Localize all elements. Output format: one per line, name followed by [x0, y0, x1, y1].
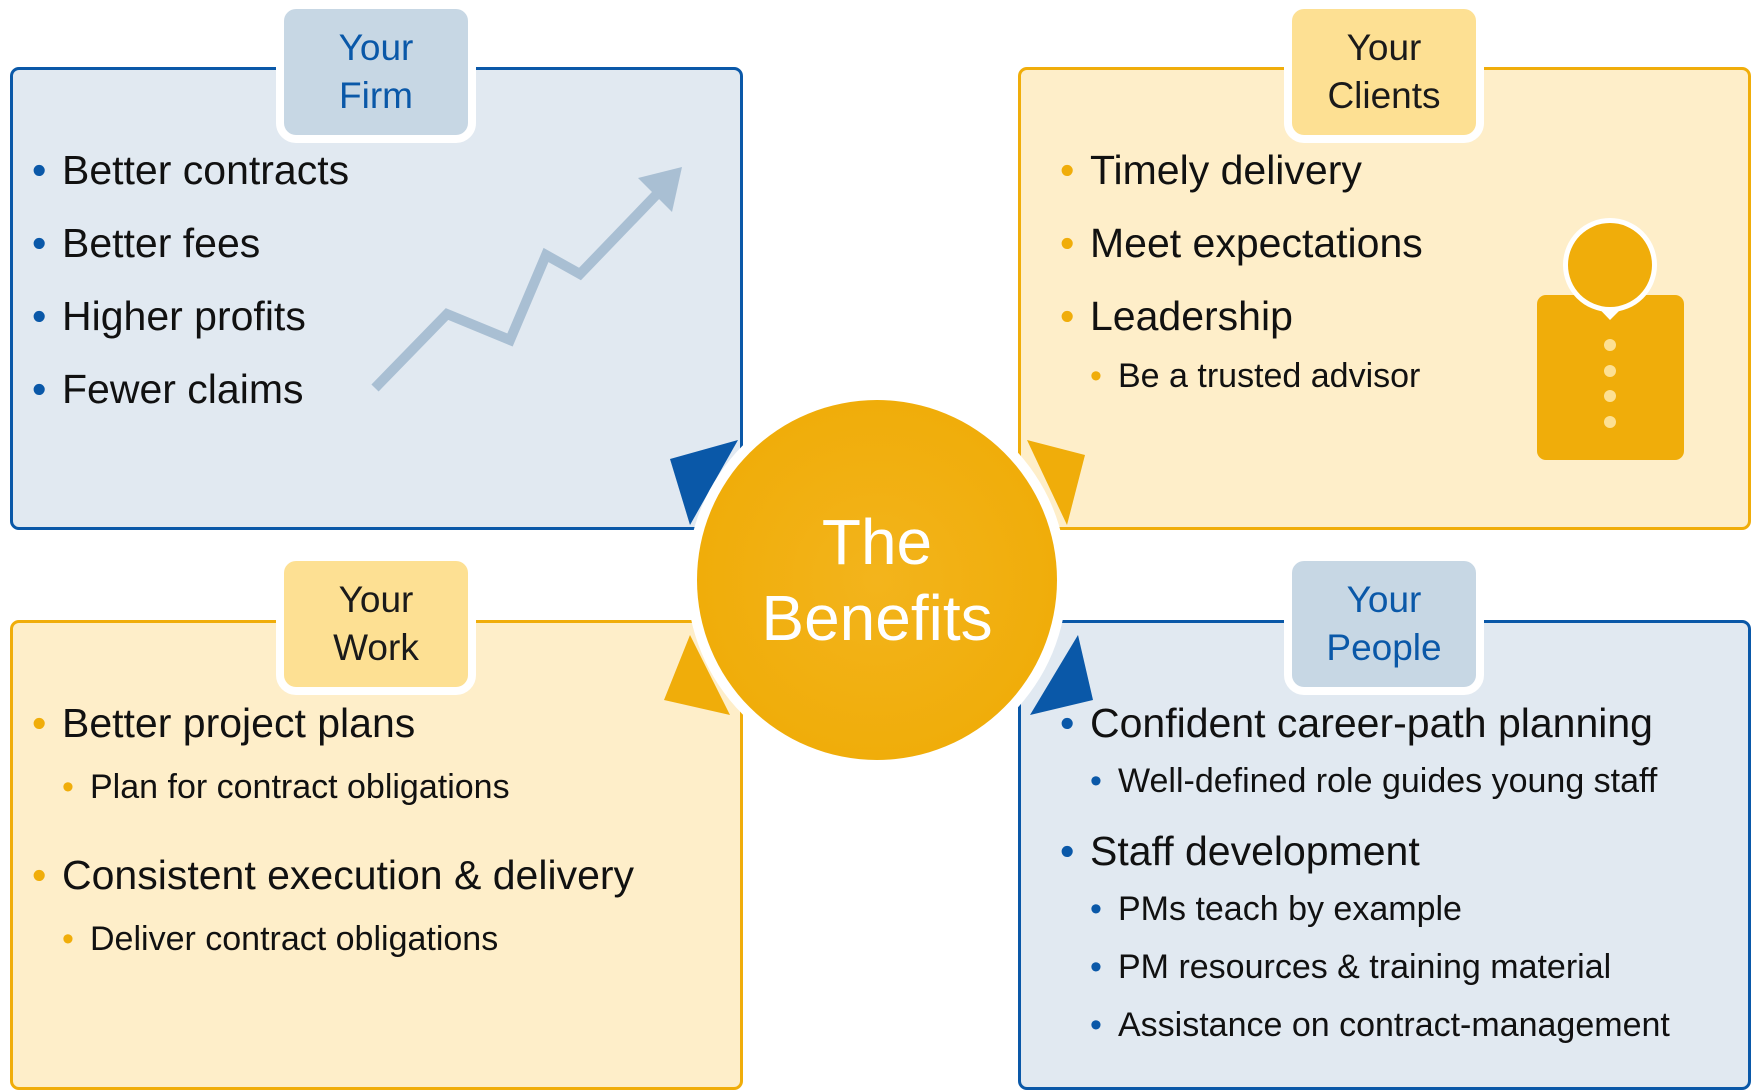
people-subitem: Assistance on contract-management: [1090, 1006, 1670, 1045]
upward-trend-arrow-icon: [371, 167, 682, 392]
firm-list: Better contracts Better fees Higher prof…: [32, 147, 349, 439]
firm-item: Higher profits: [32, 293, 349, 366]
work-tab-line1: Your: [338, 579, 414, 620]
work-tab: Your Work: [276, 553, 476, 695]
people-tab-line2: People: [1326, 627, 1442, 668]
clients-subitem: Be a trusted advisor: [1090, 357, 1423, 396]
center-circle: The Benefits: [687, 390, 1067, 770]
firm-tab-line1: Your: [338, 27, 414, 68]
people-item: Staff development: [1060, 828, 1670, 890]
work-item: Better project plans: [32, 700, 634, 768]
clients-item: Meet expectations: [1060, 220, 1423, 293]
firm-tab-line2: Firm: [339, 75, 413, 116]
firm-item: Better fees: [32, 220, 349, 293]
clients-tab: Your Clients: [1284, 1, 1484, 143]
work-subitem: Deliver contract obligations: [62, 920, 634, 959]
pointer-triangle-top-right: [1027, 440, 1085, 525]
people-item: Confident career-path planning: [1060, 700, 1670, 762]
center-title-line1: The: [821, 506, 933, 578]
people-list: Confident career-path planning Well-defi…: [1060, 700, 1670, 1045]
center-title-line2: Benefits: [761, 582, 993, 654]
clients-tab-line2: Clients: [1327, 75, 1441, 116]
person-icon: [1537, 218, 1684, 460]
people-subitem: PM resources & training material: [1090, 948, 1670, 1006]
people-subitem: Well-defined role guides young staff: [1090, 762, 1670, 828]
work-subitem: Plan for contract obligations: [62, 768, 634, 852]
clients-list: Timely delivery Meet expectations Leader…: [1060, 147, 1423, 396]
clients-tab-line1: Your: [1346, 27, 1422, 68]
pointer-triangle-bottom-right: [1030, 635, 1093, 715]
people-tab: Your People: [1284, 553, 1484, 695]
center-circle-fill: The Benefits: [697, 400, 1057, 760]
work-item: Consistent execution & delivery: [32, 852, 634, 920]
clients-item: Timely delivery: [1060, 147, 1423, 220]
people-subitem: PMs teach by example: [1090, 890, 1670, 948]
work-tab-line2: Work: [333, 627, 419, 668]
firm-item: Better contracts: [32, 147, 349, 220]
work-list: Better project plans Plan for contract o…: [32, 700, 634, 959]
firm-tab: Your Firm: [276, 1, 476, 143]
pointer-triangle-top-left: [670, 440, 738, 525]
people-tab-line1: Your: [1346, 579, 1422, 620]
pointer-triangle-bottom-left: [664, 635, 730, 715]
firm-item: Fewer claims: [32, 366, 349, 439]
clients-item: Leadership: [1060, 293, 1423, 357]
